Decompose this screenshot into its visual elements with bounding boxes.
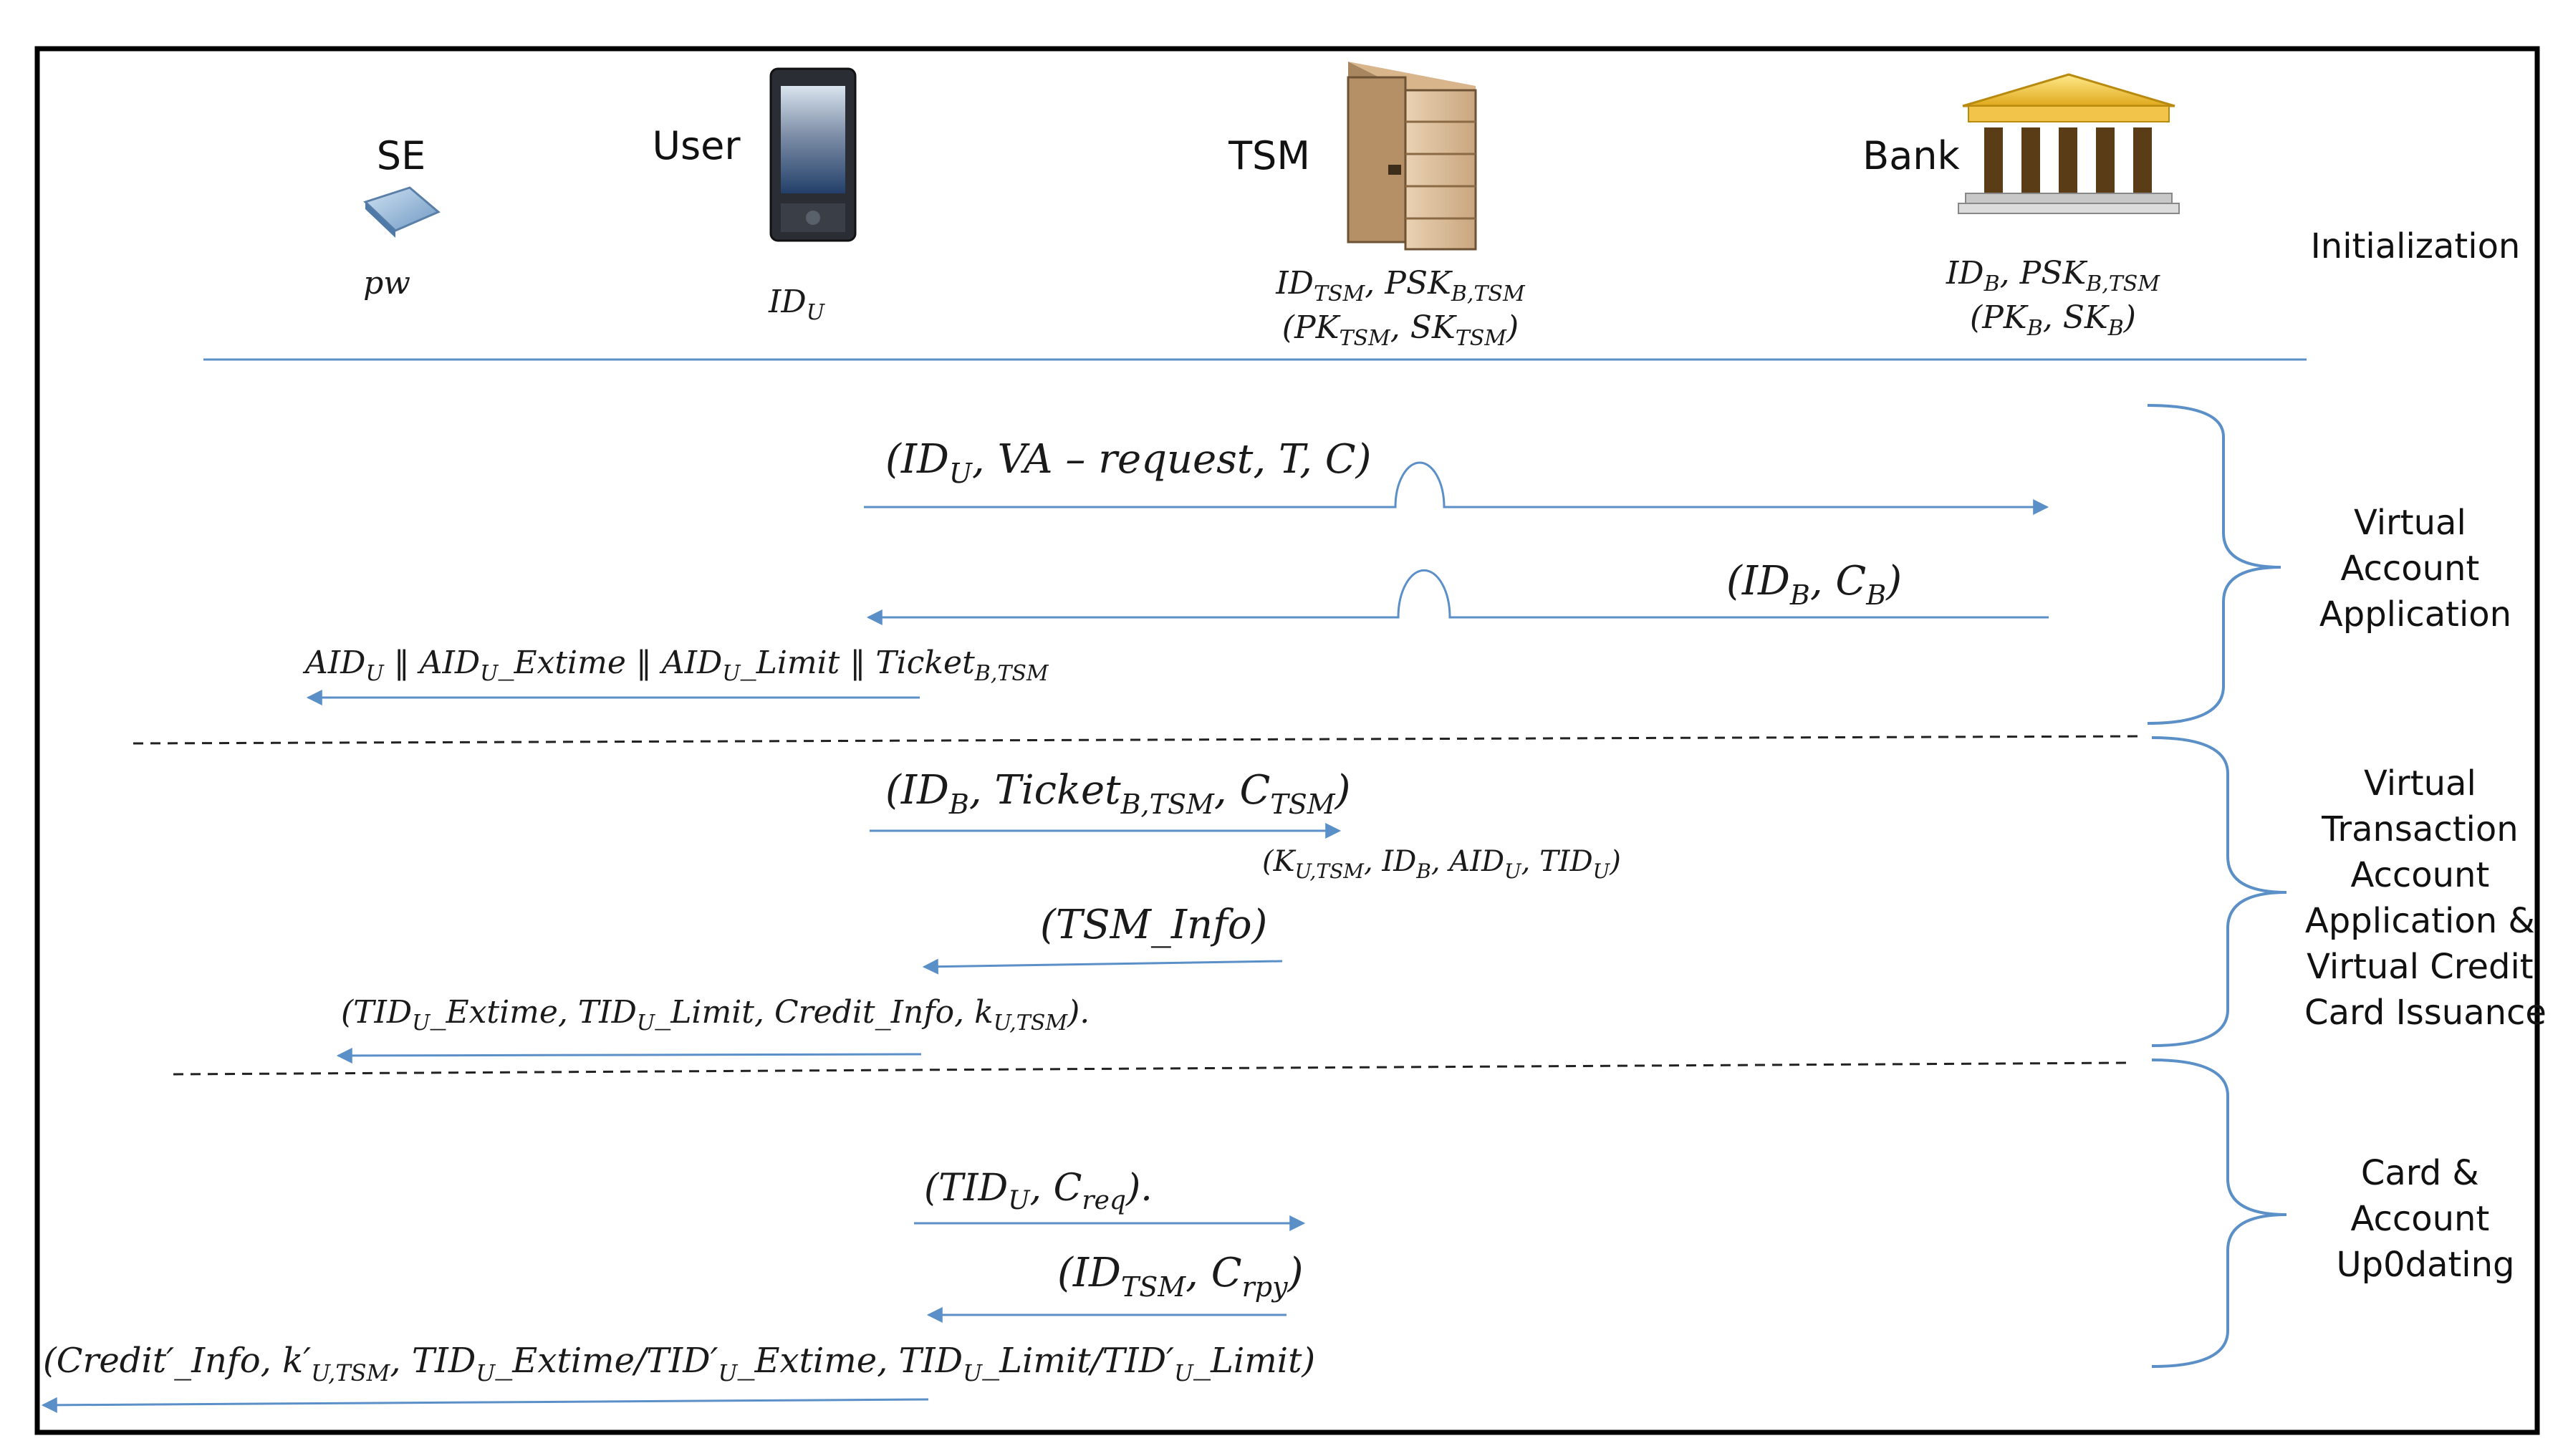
message-va-request: (IDU, VA – request, T, C) (864, 436, 2049, 515)
brace-vta-application (2151, 736, 2287, 1047)
tsm-keys-line2: (PKTSM, SKTSM) (1282, 309, 1519, 351)
label-tsm-derived-values: (KU,TSM, IDB, AIDU, TIDU) (1262, 845, 1621, 883)
label-tid-credit-info: (TIDU_Extime, TIDU_Limit, Credit_Info, k… (341, 994, 1090, 1036)
phase-label-initialization: Initialization (2311, 226, 2521, 266)
phase-label-virtual-account-application: Virtual Account Application (2319, 503, 2511, 635)
phase-label-card-account-updating: Card & Account Up0dating (2336, 1153, 2514, 1285)
label-tsm-info: (TSM_Info) (1040, 902, 1267, 948)
actor-user: User IDU (652, 67, 857, 325)
arrow-bank-response (866, 569, 2049, 625)
arrow-tsm-info (922, 958, 1283, 975)
tsm-keys-line1: IDTSM, PSKB,TSM (1275, 265, 1526, 307)
bank-keys-line1: IDB, PSKB,TSM (1946, 255, 2160, 296)
message-bank-response: (IDB, CB) (866, 558, 2049, 625)
phase-separator-2 (173, 1061, 2128, 1076)
message-card-request: (TIDU, Creq). (914, 1167, 1306, 1231)
message-ticket-to-tsm: (IDB, TicketB,TSM, CTSM) (KU,TSM, IDB, A… (870, 767, 1621, 883)
actor-bank: Bank IDB, PSKB,TSM (PKB, SKB) (1862, 73, 2180, 341)
arrow-va-request (864, 461, 2049, 515)
arrow-tid-credit-info (336, 1047, 922, 1064)
label-aid-ticket: AIDU ‖ AIDU_Extime ‖ AIDU_Limit ‖ Ticket… (302, 645, 1049, 686)
server-icon (1347, 62, 1477, 251)
chip-icon (363, 186, 441, 238)
user-id: IDU (768, 284, 826, 325)
message-tsm-info: (TSM_Info) (922, 902, 1283, 975)
bank-keys-line2: (PKB, SKB) (1970, 299, 2136, 341)
actor-se: SE pw (363, 133, 441, 302)
label-va-request: (IDU, VA – request, T, C) (885, 436, 1371, 489)
phase-separator-1 (133, 735, 2144, 745)
se-secret: pw (363, 265, 410, 302)
phase-label-vta-application: Virtual Transaction Account Application … (2304, 763, 2547, 1033)
diagram-frame (34, 46, 2540, 1435)
arrow-credit-update (41, 1397, 929, 1413)
label-ticket-to-tsm: (IDB, TicketB,TSM, CTSM) (885, 767, 1351, 820)
message-credit-update: (Credit′_Info, k′U,TSM, TIDU_Extime/TID′… (41, 1341, 1315, 1413)
bank-building-icon (1958, 73, 2180, 214)
phone-icon (769, 67, 857, 242)
brace-card-account-updating (2151, 1059, 2287, 1368)
actor-tsm: TSM IDTSM, PSKB,TSM (PKTSM, SKTSM) (1228, 62, 1526, 351)
actor-user-label: User (652, 123, 741, 168)
label-bank-response: (IDB, CB) (1726, 558, 1902, 611)
label-credit-update: (Credit′_Info, k′U,TSM, TIDU_Extime/TID′… (43, 1341, 1315, 1387)
message-tid-credit-info: (TIDU_Extime, TIDU_Limit, Credit_Info, k… (336, 994, 1090, 1064)
label-card-request: (TIDU, Creq). (924, 1167, 1153, 1215)
brace-virtual-account (2147, 404, 2281, 725)
message-card-reply: (IDTSM, Crpy) (926, 1250, 1303, 1323)
actor-se-label: SE (377, 133, 425, 178)
label-card-reply: (IDTSM, Crpy) (1057, 1250, 1303, 1303)
message-aid-ticket: AIDU ‖ AIDU_Extime ‖ AIDU_Limit ‖ Ticket… (302, 645, 1049, 705)
actor-tsm-label: TSM (1228, 133, 1310, 178)
actor-bank-label: Bank (1862, 133, 1960, 178)
